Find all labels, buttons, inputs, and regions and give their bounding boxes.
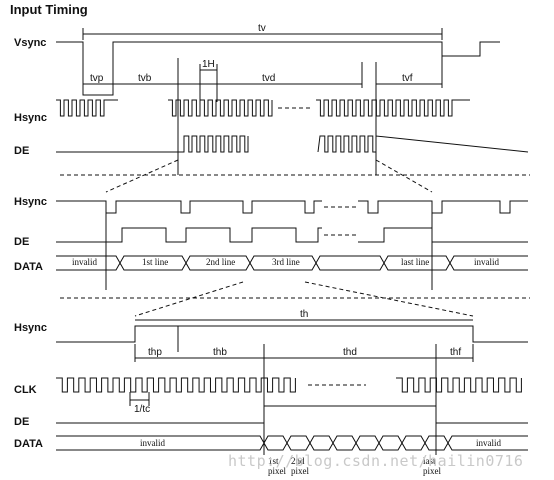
- tvd-label: tvd: [262, 73, 275, 84]
- label-de-1: DE: [14, 145, 29, 157]
- label-clk: CLK: [14, 384, 37, 396]
- thd-label: thd: [343, 347, 357, 358]
- hsync-waveform-1: [56, 99, 470, 117]
- de-waveform-2: [56, 227, 528, 243]
- data-bus-lines: [56, 255, 528, 271]
- segment-invalid-right: invalid: [474, 257, 499, 267]
- tvp-label: tvp: [90, 73, 104, 84]
- thb-label: thb: [213, 347, 227, 358]
- thf-label: thf: [450, 347, 461, 358]
- de-waveform-1: [56, 135, 529, 153]
- tv-label: tv: [258, 23, 266, 34]
- zoom-line-left-1: [105, 159, 179, 193]
- label-hsync-2: Hsync: [14, 196, 47, 208]
- tvb-label: tvb: [138, 73, 152, 84]
- hsync-waveform-3: [56, 325, 528, 352]
- one-h-dimension: 1H: [199, 59, 218, 102]
- label-data-2: DATA: [14, 438, 43, 450]
- label-de-2: DE: [14, 236, 29, 248]
- th-dimension: th: [135, 309, 473, 321]
- zoom-line-right-1: [375, 159, 433, 193]
- label-data-1: DATA: [14, 261, 43, 273]
- label-hsync-1: Hsync: [14, 112, 47, 124]
- clock-period-dimension: 1/tc: [129, 392, 150, 415]
- tv-dimension: tv: [82, 23, 443, 40]
- segment-1st-line: 1st line: [142, 257, 168, 267]
- watermark: http://blog.csdn.net/hailin0716: [228, 452, 524, 470]
- vsync-waveform: [56, 41, 500, 96]
- tvf-label: tvf: [402, 73, 413, 84]
- de-waveform-3: [56, 405, 528, 424]
- one-h-label: 1H: [202, 59, 215, 70]
- zoom-line-right-2: [304, 281, 474, 317]
- zoom-line-left-2: [134, 281, 244, 317]
- pixel-invalid-right: invalid: [476, 438, 501, 448]
- clock-period-label: 1/tc: [134, 404, 150, 415]
- th-label: th: [300, 309, 308, 320]
- label-vsync-1: Vsync: [14, 37, 46, 49]
- label-hsync-3: Hsync: [14, 322, 47, 334]
- label-de-3: DE: [14, 416, 29, 428]
- diagram-title: Input Timing: [10, 2, 88, 17]
- segment-invalid-left: invalid: [72, 257, 97, 267]
- hsync-waveform-2: [56, 200, 528, 214]
- segment-last-line: last line: [401, 257, 429, 267]
- clk-waveform: [56, 377, 522, 393]
- segment-2nd-line: 2nd line: [206, 257, 235, 267]
- segment-3rd-line: 3rd line: [272, 257, 300, 267]
- line-segment-labels: invalid 1st line 2nd line 3rd line last …: [72, 257, 499, 267]
- thp-label: thp: [148, 347, 162, 358]
- pixel-invalid-left: invalid: [140, 438, 165, 448]
- frame-dimensions: tvp tvb tvd tvf: [83, 56, 443, 175]
